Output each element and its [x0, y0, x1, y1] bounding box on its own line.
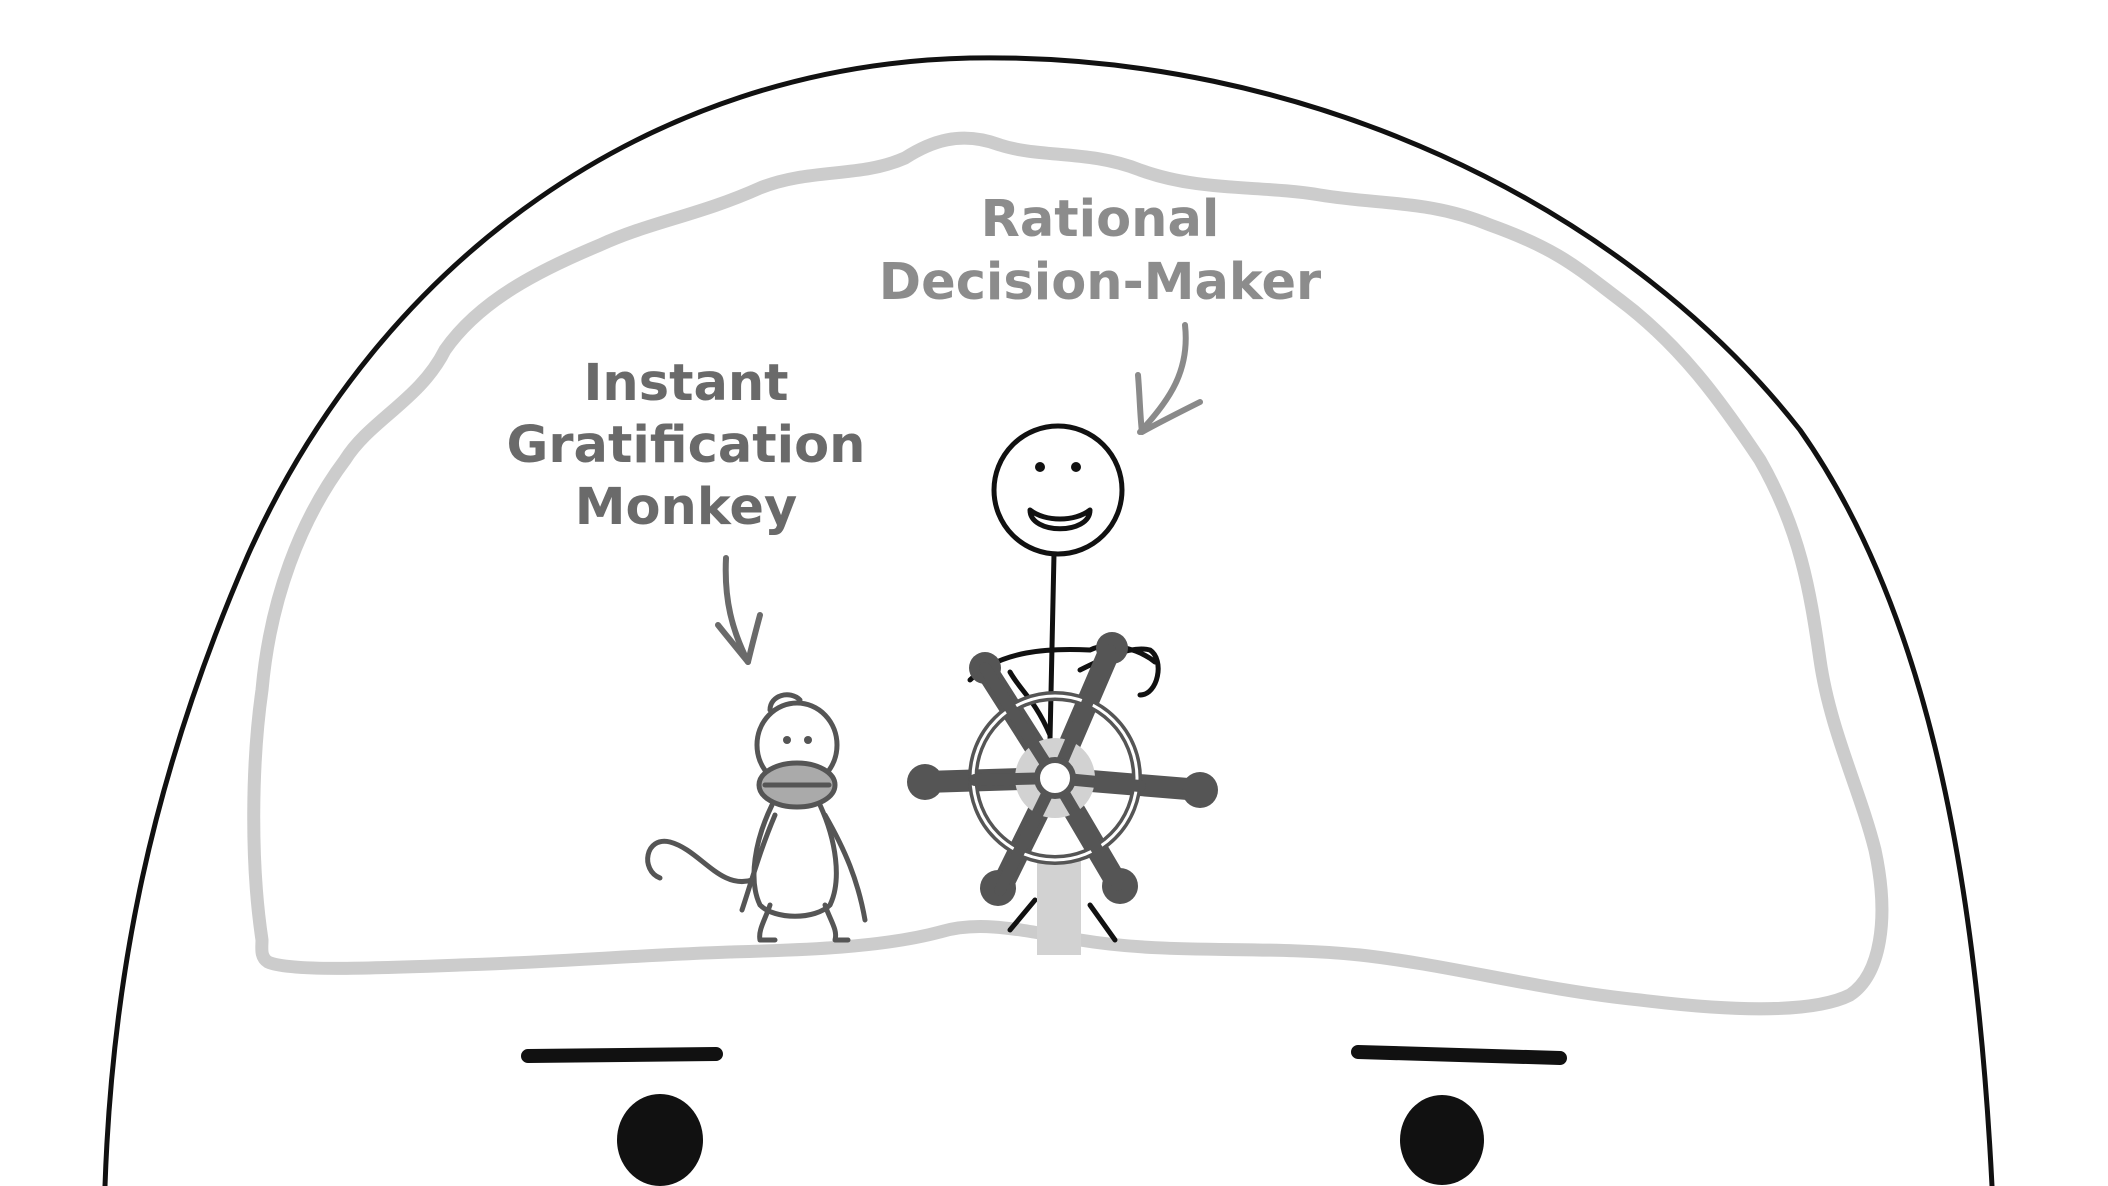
left-eye-icon	[617, 1094, 703, 1186]
monkey-arrow-icon	[715, 555, 763, 665]
right-eyebrow-icon	[1351, 1045, 1567, 1065]
stick-figure-icon	[967, 423, 1161, 943]
rational-label: Rational Decision-Maker	[879, 190, 1321, 312]
brain-outline-icon	[247, 131, 1889, 1016]
wheel-post	[1037, 860, 1081, 955]
left-eyebrow-icon	[521, 1047, 723, 1063]
monkey-label: Instant Gratification Monkey	[507, 354, 866, 537]
right-eye-icon	[1400, 1095, 1484, 1185]
head-outline-icon	[102, 55, 1995, 1186]
monkey-label-line-1: Instant	[583, 354, 788, 413]
ship-wheel-icon	[907, 632, 1218, 955]
monkey-label-line-2: Gratification	[507, 416, 866, 475]
rational-arrow-icon	[1135, 322, 1203, 435]
stick-figure-head	[991, 423, 1125, 557]
rational-label-line-1: Rational	[981, 190, 1220, 249]
rational-label-line-2: Decision-Maker	[879, 253, 1321, 312]
monkey-label-line-3: Monkey	[575, 478, 797, 537]
monkey-icon	[645, 692, 868, 943]
